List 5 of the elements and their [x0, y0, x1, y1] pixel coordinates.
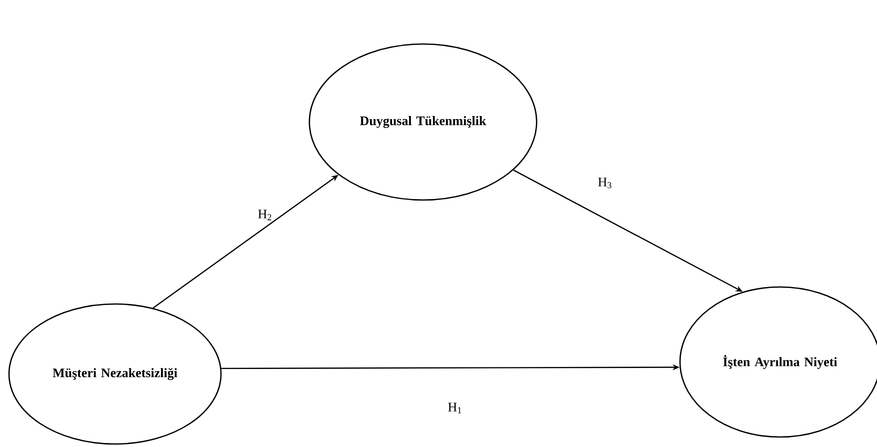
edge-label: H$_{3}$ — [598, 178, 612, 188]
edge-label: H$_{2}$ — [258, 210, 272, 220]
ellipse-node: Müşteri Nezaketsizliği — [8, 303, 222, 445]
edge-label: H$_{1}$ — [448, 402, 462, 414]
ellipse-node: Duygusal Tükenmişlik — [308, 43, 538, 201]
